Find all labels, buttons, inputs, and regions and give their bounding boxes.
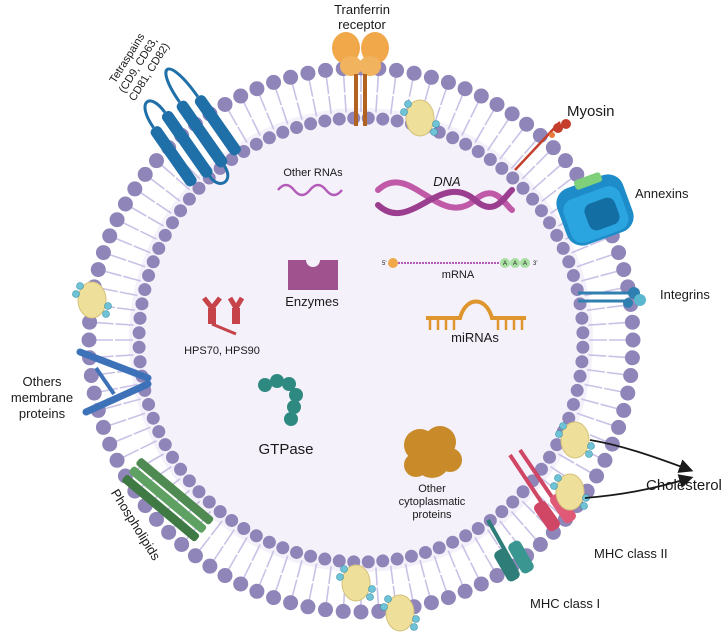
cholesterol-molecule: [555, 473, 585, 511]
label-poly-a-2: A: [513, 261, 517, 267]
hsp-icon: [202, 296, 245, 336]
label-annexins: Annexins: [635, 186, 689, 201]
transferrin-receptor-icon: [332, 32, 389, 126]
other-rnas-icon: [277, 183, 343, 197]
label-myosin: Myosin: [567, 103, 615, 120]
mirna-icon: [426, 299, 526, 330]
label-enzymes: Enzymes: [285, 294, 339, 309]
lipid-bilayer: [81, 60, 641, 620]
mrna-icon: [388, 258, 530, 268]
label-mrna-5prime: 5': [382, 261, 386, 267]
label-mrna-3prime: 3': [533, 261, 537, 267]
label-other-cyto-2: cytoplasmatic: [399, 496, 466, 508]
label-hps: HPS70, HPS90: [184, 345, 260, 357]
label-cholesterol: Cholesterol: [646, 477, 722, 494]
label-mhc2: MHC class II: [594, 546, 668, 561]
label-other-cyto-3: proteins: [412, 509, 452, 521]
mhc-class-i-icon: [486, 519, 534, 582]
vesicle-lumen: [129, 108, 593, 572]
cholesterol-arrow-2: [584, 474, 694, 499]
myosin-icon: [514, 119, 571, 171]
integrin-icon: [578, 287, 646, 308]
other-membrane-protein-icon: [76, 348, 152, 416]
label-mhc1: MHC class I: [530, 596, 600, 611]
label-poly-a-1: A: [503, 261, 507, 267]
cholesterol-molecule: [405, 99, 435, 137]
label-others-2: membrane: [11, 390, 73, 405]
cholesterol-molecule: [341, 564, 371, 602]
label-mrna: mRNA: [442, 269, 475, 281]
label-dna: DNA: [433, 174, 460, 189]
gtpase-icon: [258, 374, 303, 426]
label-others-1: Others: [22, 374, 62, 389]
label-transferrin-1: Tranferrin: [334, 2, 390, 17]
label-other-cyto-1: Other: [418, 483, 446, 495]
annexin-icon: [556, 172, 634, 246]
enzyme-icon: [288, 260, 338, 290]
label-other-rnas: Other RNAs: [283, 167, 343, 179]
tetraspanin-icon: [143, 67, 241, 187]
cholesterol-cluster-icon: [72, 99, 595, 632]
label-mirnas: miRNAs: [451, 330, 499, 345]
label-others-3: proteins: [19, 406, 66, 421]
cholesterol-molecule: [385, 594, 415, 632]
cholesterol-molecule: [560, 421, 590, 459]
phospholipid-bundle-icon: [122, 458, 214, 542]
label-gtpase: GTPase: [258, 441, 313, 458]
dna-icon: [375, 179, 515, 216]
cytoplasmic-protein-icon: [404, 426, 462, 478]
label-transferrin-2: receptor: [338, 17, 386, 32]
label-poly-a-3: A: [523, 261, 527, 267]
cholesterol-arrow-1: [589, 439, 694, 473]
label-integrins: Integrins: [660, 287, 710, 302]
cholesterol-molecule: [77, 281, 107, 319]
